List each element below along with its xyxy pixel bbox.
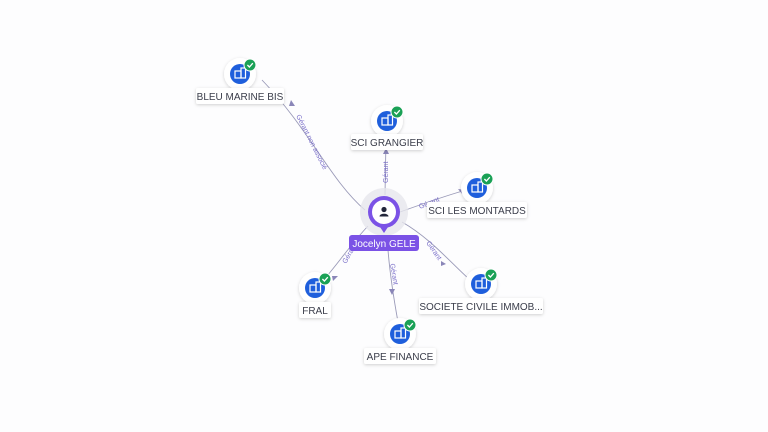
person-icon [379, 206, 389, 217]
edge-label-ape-finance: Gérant [388, 263, 399, 285]
node-label: SCI LES MONTARDS [428, 206, 526, 217]
verified-badge-icon [403, 318, 417, 332]
company-icon [471, 181, 484, 193]
verified-badge-icon [390, 105, 404, 119]
node-label: BLEU MARINE BIS [197, 92, 284, 103]
node-bleu-marine-bis[interactable]: BLEU MARINE BIS [196, 58, 284, 104]
node-sci-les-montards[interactable]: SCI LES MONTARDS [427, 172, 527, 218]
verified-badge-icon [318, 272, 332, 286]
edge-label-bleu-marine-bis: Gérant non associé [294, 114, 328, 171]
node-fral[interactable]: FRAL [299, 272, 332, 318]
edge-label-sci-grangier: Gérant [383, 162, 390, 183]
company-icon [234, 67, 247, 79]
company-icon [381, 114, 394, 126]
person-label: Jocelyn GELE [352, 239, 416, 250]
verified-badge-icon [484, 268, 498, 282]
node-label: SOCIETE CIVILE IMMOB... [419, 302, 542, 313]
center-person-node[interactable]: Jocelyn GELE [349, 188, 419, 251]
company-icon [394, 327, 407, 339]
node-ape-finance[interactable]: APE FINANCE [364, 318, 436, 364]
node-label: APE FINANCE [367, 352, 434, 363]
node-societe-civile-immob[interactable]: SOCIETE CIVILE IMMOB... [419, 268, 543, 314]
company-icon [475, 277, 488, 289]
verified-badge-icon [480, 172, 494, 186]
company-icon [309, 281, 322, 293]
node-sci-grangier[interactable]: SCI GRANGIER [351, 105, 424, 150]
node-label: FRAL [302, 306, 328, 317]
verified-badge-icon [243, 58, 257, 72]
edge-ape-finance[interactable]: Gérant [387, 249, 399, 323]
node-label: SCI GRANGIER [351, 138, 424, 149]
